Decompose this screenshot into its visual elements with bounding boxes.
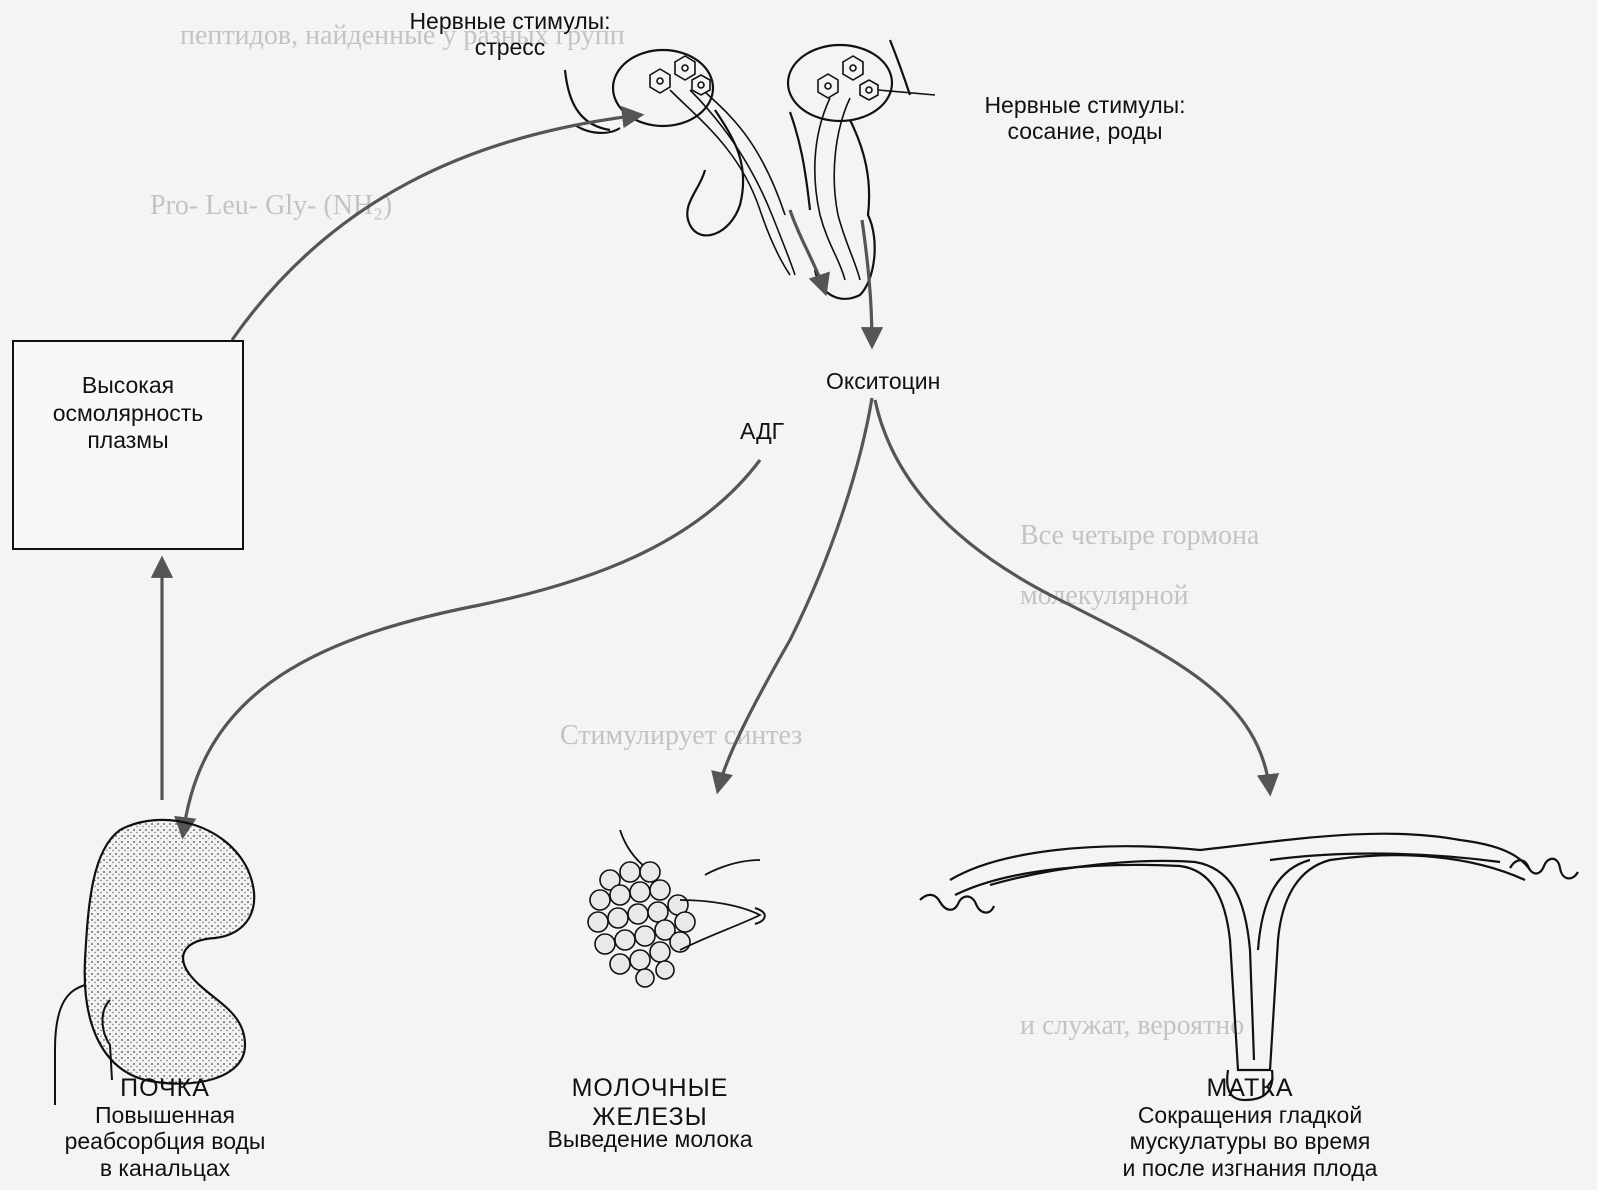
arrow-oxytocin-to-mammary	[718, 398, 872, 790]
stimuli-suckling-label: Нервные стимулы: сосание, роды	[935, 92, 1235, 145]
kidney-illustration	[55, 820, 254, 1105]
uterus-description: Сокращения гладкой мускулатуры во время …	[1060, 1102, 1440, 1181]
uterus-illustration	[920, 834, 1578, 1100]
high-osmolarity-label: Высокая осмолярность плазмы	[14, 372, 242, 455]
arrow-adh-to-kidney	[183, 460, 760, 835]
kidney-title: ПОЧКА	[40, 1074, 290, 1103]
arrow-oxytocin-to-uterus	[875, 400, 1270, 792]
arrows	[162, 115, 1270, 835]
arrow-adh-release	[790, 210, 825, 292]
uterus-title: МАТКА	[1120, 1074, 1380, 1103]
mammary-title: МОЛОЧНЫЕ ЖЕЛЕЗЫ	[510, 1074, 790, 1132]
mammary-description: Выведение молока	[480, 1126, 820, 1152]
arrow-oxytocin-release	[862, 220, 872, 345]
oxytocin-label: Окситоцин	[826, 368, 1006, 394]
kidney-description: Повышенная реабсорбция воды в канальцах	[10, 1102, 320, 1181]
hypothalamus-pituitary	[565, 40, 910, 299]
adh-label: АДГ	[740, 418, 830, 444]
neurons-left	[650, 56, 795, 275]
mammary-gland-illustration	[588, 830, 765, 987]
stimuli-stress-label: Нервные стимулы: стресс	[365, 8, 655, 61]
high-osmolarity-box: Высокая осмолярность плазмы	[12, 340, 244, 550]
arrow-box-to-hypothalamus	[232, 115, 640, 340]
